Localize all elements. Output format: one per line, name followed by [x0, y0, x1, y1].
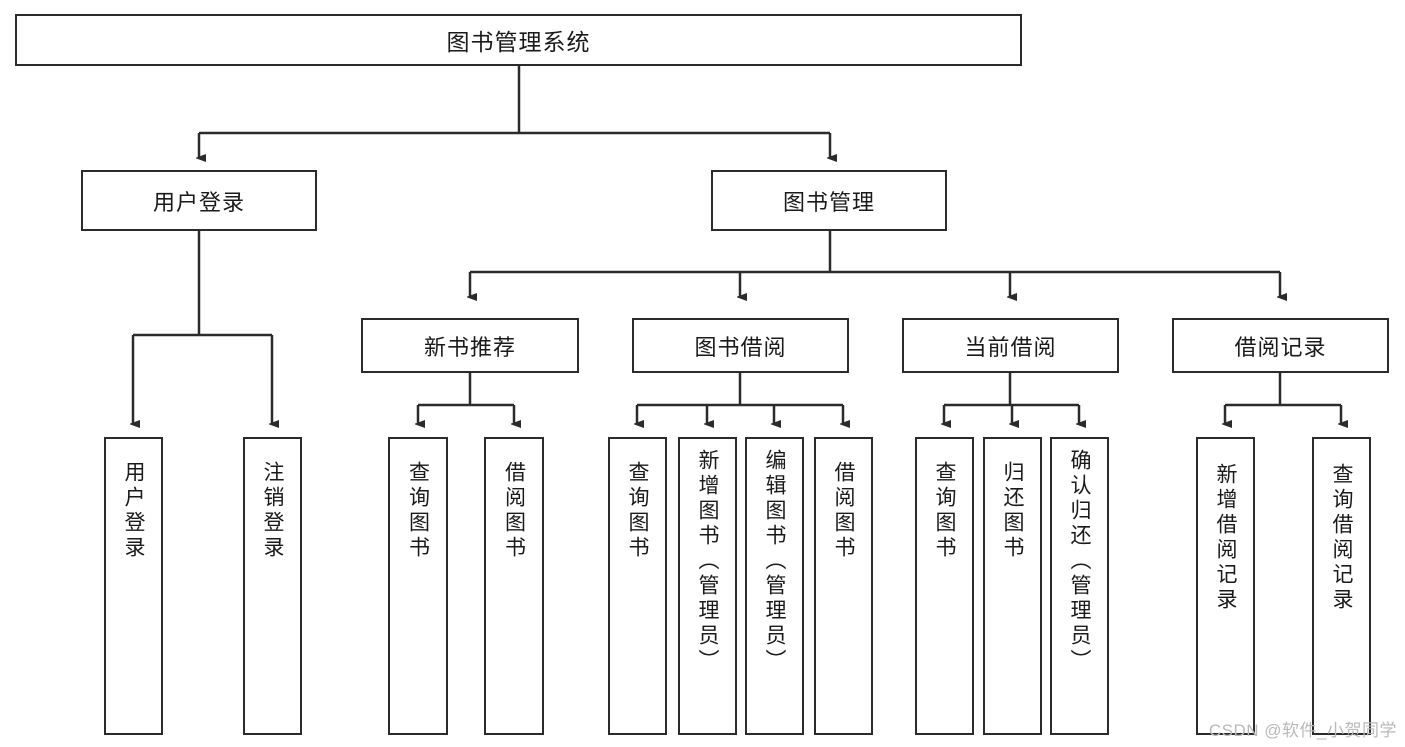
node-label: 查询图书 [933, 461, 956, 561]
leaf-current-borrow-return-book[interactable]: 归还图书 [983, 437, 1042, 735]
node-book-management[interactable]: 图书管理 [711, 170, 947, 231]
node-user-login[interactable]: 用户登录 [81, 170, 317, 231]
leaf-new-book-query-book[interactable]: 查询图书 [388, 437, 448, 735]
node-label: 借阅记录 [1234, 334, 1327, 360]
node-label: 编辑图书（管理员） [763, 449, 786, 674]
node-borrow-record[interactable]: 借阅记录 [1172, 318, 1389, 373]
leaf-borrow-record-query-record[interactable]: 查询借阅记录 [1312, 437, 1371, 735]
node-label: 图书管理 [782, 189, 875, 215]
node-label: 用户登录 [152, 189, 245, 215]
leaf-new-book-borrow-book[interactable]: 借阅图书 [484, 437, 544, 735]
leaf-user-login-login[interactable]: 用户登录 [104, 437, 163, 735]
node-label: 注销登录 [261, 461, 284, 561]
node-label: 新书推荐 [423, 334, 516, 360]
node-new-book-recommend[interactable]: 新书推荐 [361, 318, 579, 373]
leaf-book-borrow-query-book[interactable]: 查询图书 [608, 437, 667, 735]
node-label: 确认归还（管理员） [1068, 449, 1091, 674]
node-label: 用户登录 [122, 461, 145, 561]
leaf-book-borrow-edit-book-admin[interactable]: 编辑图书（管理员） [745, 437, 804, 735]
leaf-current-borrow-confirm-return-admin[interactable]: 确认归还（管理员） [1050, 437, 1109, 735]
node-current-borrow[interactable]: 当前借阅 [902, 318, 1119, 373]
node-root-book-management-system[interactable]: 图书管理系统 [15, 14, 1022, 66]
node-book-borrow[interactable]: 图书借阅 [632, 318, 849, 373]
csdn-watermark: CSDN @软件_小贺同学 [1208, 721, 1397, 740]
node-label: 借阅图书 [502, 461, 526, 561]
node-label: 归还图书 [1001, 461, 1024, 561]
node-label: 图书管理系统 [446, 29, 591, 55]
leaf-borrow-record-add-record[interactable]: 新增借阅记录 [1196, 437, 1255, 735]
node-label: 查询借阅记录 [1330, 463, 1353, 613]
leaf-book-borrow-add-book-admin[interactable]: 新增图书（管理员） [678, 437, 737, 735]
node-label: 借阅图书 [832, 461, 855, 561]
node-label: 查询图书 [406, 461, 430, 561]
node-label: 图书借阅 [694, 334, 787, 360]
leaf-book-borrow-borrow-book[interactable]: 借阅图书 [814, 437, 873, 735]
node-label: 查询图书 [626, 461, 649, 561]
leaf-user-login-logout[interactable]: 注销登录 [243, 437, 302, 735]
leaf-current-borrow-query-book[interactable]: 查询图书 [915, 437, 974, 735]
node-label: 当前借阅 [964, 334, 1057, 360]
node-label: 新增图书（管理员） [696, 449, 719, 674]
node-label: 新增借阅记录 [1214, 463, 1237, 613]
